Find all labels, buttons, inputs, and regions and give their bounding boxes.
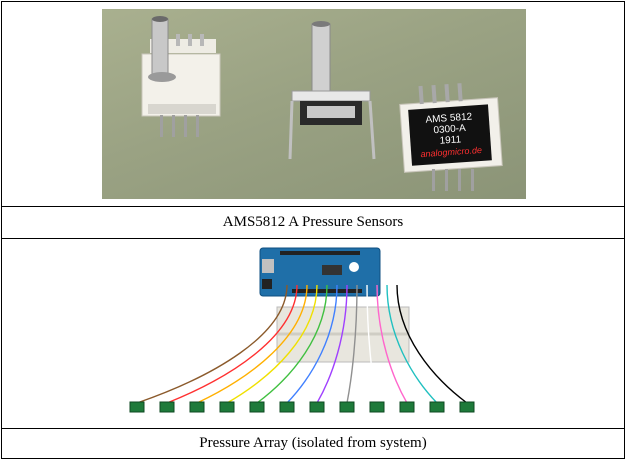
wire (166, 284, 298, 404)
breadboard (276, 306, 410, 363)
wire (366, 284, 378, 404)
sensor-module (129, 401, 145, 413)
sensor-label-line3: 1911 (439, 134, 462, 147)
sensor-module (159, 401, 175, 413)
sensor-module (189, 401, 205, 413)
sensor-module (339, 401, 355, 413)
sensor-label-line4: analogmicro.de (420, 145, 482, 159)
sensor-module (249, 401, 265, 413)
sensor-module (369, 401, 385, 413)
wire (196, 284, 308, 404)
pressure-sensors-illustration: AMS 5812 0300-A 1911 analogmicro.de (141, 16, 503, 191)
sensor-right: AMS 5812 0300-A 1911 analogmicro.de (399, 83, 503, 191)
photo-cell: AMS 5812 0300-A 1911 analogmicro.de (2, 2, 624, 207)
sensor-module (429, 401, 445, 413)
sensor-module (459, 401, 475, 413)
wire (136, 284, 288, 404)
caption-cell-bottom: Pressure Array (isolated from system) (2, 429, 624, 458)
sensor-module (309, 401, 325, 413)
sensor-label-line1: AMS 5812 (425, 111, 473, 125)
sensor-module (219, 401, 235, 413)
sensors-photo: AMS 5812 0300-A 1911 analogmicro.de (102, 9, 526, 199)
wire (346, 284, 358, 404)
sensor-left (141, 16, 221, 137)
pressure-array-diagram (122, 245, 482, 423)
sensor-label-line2: 0300-A (433, 123, 466, 136)
diagram-cell (2, 239, 624, 429)
wire-bundle (136, 284, 468, 404)
wire (386, 284, 438, 404)
wire (286, 284, 338, 404)
caption-array: Pressure Array (isolated from system) (199, 435, 427, 451)
wiring-illustration (129, 247, 475, 413)
sensor-module (399, 401, 415, 413)
sensor-middle (288, 21, 376, 160)
wire (226, 284, 318, 404)
sensor-module (279, 401, 295, 413)
arduino-board (259, 247, 381, 297)
caption-cell-top: AMS5812 A Pressure Sensors (2, 207, 624, 239)
wire (316, 284, 348, 404)
wire (376, 284, 408, 404)
sensor-modules (129, 401, 475, 413)
wire (396, 284, 468, 404)
wire (256, 284, 328, 404)
caption-sensors: AMS5812 A Pressure Sensors (222, 214, 404, 230)
